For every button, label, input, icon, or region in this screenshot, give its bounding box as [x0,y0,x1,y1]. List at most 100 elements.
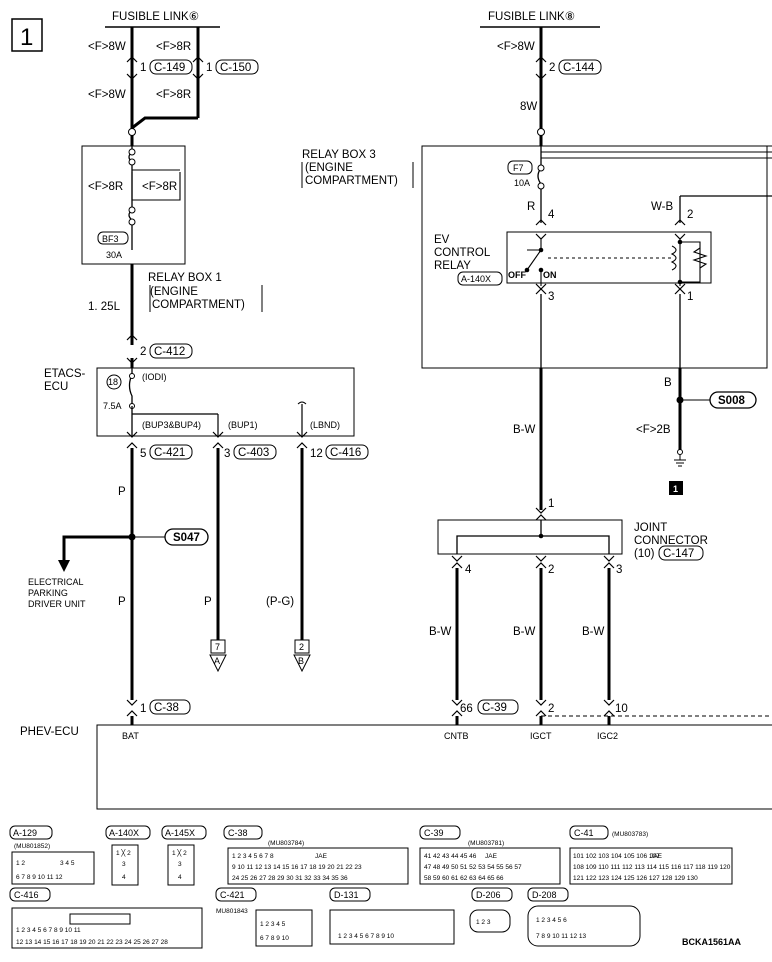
legend-d206: D-206 [476,890,501,900]
legend-c39-jae: JAE [485,853,498,860]
f2b: <F>2B [636,424,671,436]
c38-r1: 1 2 3 4 5 6 7 8 [232,853,274,860]
c39-r3: 58 59 60 61 62 63 64 65 66 [424,875,504,882]
c403-pin: 3 [224,448,230,460]
c38-label: C-38 [154,702,179,714]
c39-pin-2: 2 [548,703,554,715]
legend-c39: C-39 [424,828,444,838]
off-b-letter: B [298,656,304,666]
wire-p-3: P [204,596,212,608]
a129-row1: 1 2 [16,860,25,867]
c144-pin: 2 [549,62,555,74]
wire-bw-2: B-W [513,626,536,638]
c38-r2: 9 10 11 12 13 14 15 16 17 18 19 20 21 22… [232,864,362,871]
c39-pin-66: 66 [460,703,473,715]
s047: S047 [173,532,200,544]
pin-cntb: CNTB [444,731,469,741]
c41-r2: 108 109 110 111 112 113 114 115 116 117 … [573,864,731,871]
legend-d131: D-131 [334,890,359,900]
bup34: (BUP3&BUP4) [142,420,201,430]
fuse-f7: F7 [513,163,524,173]
c421-r1: 1 2 3 4 5 [260,921,286,928]
relay-box-3-sub2: COMPARTMENT) [305,175,398,187]
legend-a129: A-129 [13,828,37,838]
d131-r1: 1 2 3 4 5 6 7 8 9 10 [338,933,394,940]
a140x-r2: 3 [122,861,126,868]
c412-pin: 2 [140,346,146,358]
epb-3: DRIVER UNIT [28,599,86,609]
c41-r3: 121 122 123 124 125 126 127 128 129 130 [573,875,698,882]
a145x-r2: 3 [178,861,182,868]
d206-r1: 1 2 3 [476,919,491,926]
wire-bw-main: B-W [513,424,536,436]
wire-p-1: P [118,486,126,498]
wire-8w-a: <F>8W [88,41,126,53]
off-a-letter: A [214,656,220,666]
ground-ref: 1 [673,484,678,494]
c38-pin: 1 [140,703,146,715]
fusible-link-8-label: FUSIBLE LINK⑧ [488,11,575,23]
relay-pin-4: 4 [548,209,555,221]
fusible-link-6-label: FUSIBLE LINK⑥ [112,11,199,23]
ev-label-3: RELAY [434,260,471,272]
lbnd: (LBND) [310,420,340,430]
legend-c41: C-41 [574,828,594,838]
relay-box-3-title: RELAY BOX 3 [302,149,376,161]
legend-c39-pn: (MU803781) [468,840,504,847]
pin-igc2: IGC2 [597,731,618,741]
c147-label: C-147 [663,548,694,560]
jc-pin-3: 3 [616,564,622,576]
legend-c421: C-421 [220,890,245,900]
ev-label-2: CONTROL [434,247,491,259]
relay-box-1-title: RELAY BOX 1 [148,272,222,284]
etacs-label-1: ETACS- [44,368,85,380]
legend-c38: C-38 [228,828,248,838]
c416-r2: 12 13 14 15 16 17 18 19 20 21 22 23 24 2… [16,939,168,946]
off-b-number: 2 [299,642,304,652]
wire-8w-b: <F>8W [88,89,126,101]
legend-c38-pn: (MU803784) [268,840,304,847]
jc-label-1: JOINT [634,522,667,534]
jc-label-3: (10) [634,548,655,560]
c421-r2: 6 7 8 9 10 [260,935,289,942]
pin-igct: IGCT [530,731,552,741]
relay-box-1-sub2: COMPARTMENT) [152,299,245,311]
legend-a140x: A-140X [109,828,139,838]
left-circuit: FUSIBLE LINK⑥ <F>8W <F>8R 1 C-149 1 C-15… [28,11,369,725]
fuse-75a: 7.5A [103,401,122,411]
a145x-r3: 4 [178,874,182,881]
c149-label: C-149 [154,62,185,74]
bup1: (BUP1) [228,420,258,430]
c416-r1: 1 2 3 4 5 6 7 8 9 10 11 [16,927,81,934]
c421-label: C-421 [154,447,185,459]
wire-125l: 1. 25L [88,301,121,313]
epb-2: PARKING [28,588,68,598]
c39-label: C-39 [482,702,507,714]
wire-p-2: P [118,596,126,608]
a129-row1b: 3 4 5 [60,860,75,867]
etacs-ecu-box [96,367,355,437]
legend-c421-pn: MU801843 [216,908,248,915]
c416-pin: 12 [310,448,323,460]
legend-d208: D-208 [532,890,557,900]
ev-control-relay [506,231,712,284]
fuse-18: 18 [108,377,118,387]
wire-b: B [664,377,672,389]
wire-p-g: (P-G) [266,596,294,608]
legend-c38-jae: JAE [315,853,328,860]
c144-label: C-144 [563,62,595,74]
a140x-ref: A-140X [461,274,491,284]
s008: S008 [718,395,745,407]
a145x-r1: 1 ╳ 2 [172,848,187,857]
epb-1: ELECTRICAL [28,577,84,587]
right-circuit: FUSIBLE LINK⑧ <F>8W 2 C-144 8W RELAY BOX… [301,11,772,725]
c41-r1: 101 102 103 104 105 106 107 [573,853,660,860]
rb1-wire-a: <F>8R [88,181,123,193]
relay-off: OFF [508,270,526,280]
jc-pin-2: 2 [548,564,554,576]
connector-legend: A-129 (MU801852) 1 2 3 4 5 6 7 8 9 10 11… [9,825,742,949]
c39-r1: 41 42 43 44 45 46 [424,853,477,860]
wire-8w-top: <F>8W [497,41,535,53]
wire-8r-a: <F>8R [156,41,191,53]
